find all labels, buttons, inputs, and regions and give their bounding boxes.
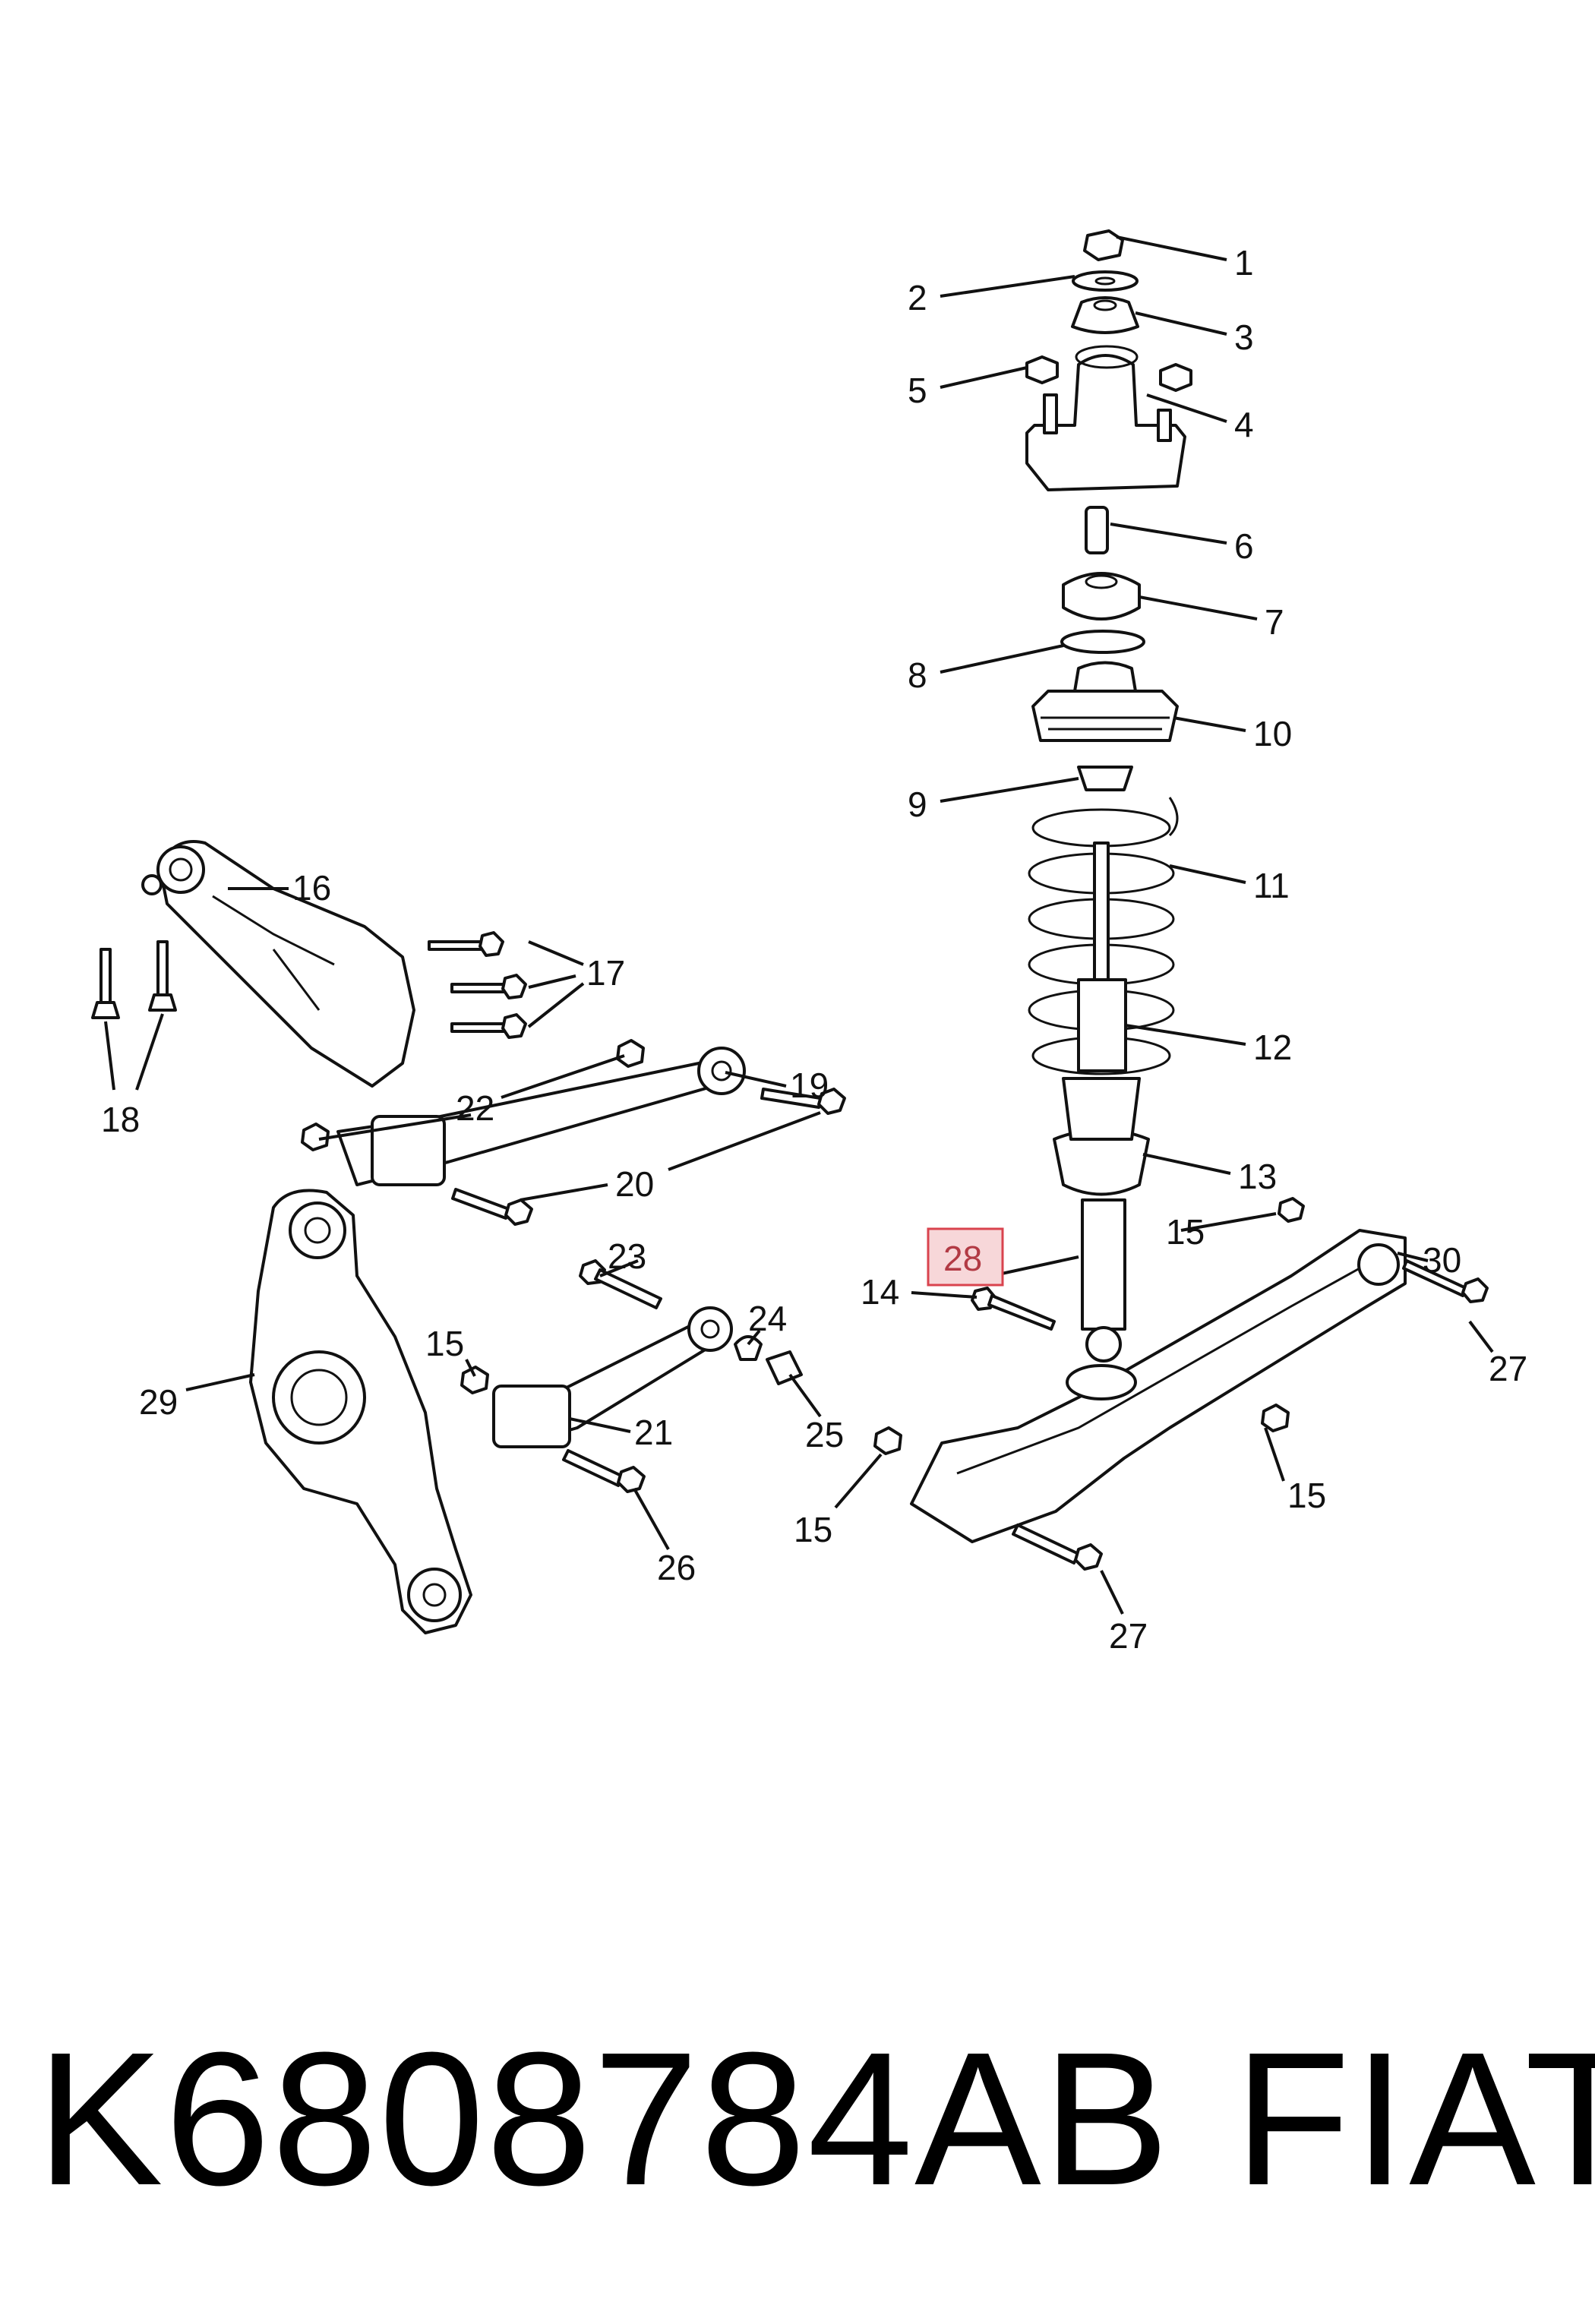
part-29-knuckle [249,1189,472,1634]
part-5-mount-nut-left [1025,355,1059,384]
part-25-bushing [766,1350,803,1385]
callout-3: 3 [1234,317,1254,357]
callout-7: 7 [1265,602,1284,642]
callout-26: 26 [657,1548,696,1587]
part-17-bolts [428,931,527,1039]
part-14-shock-bolt [971,1287,1056,1331]
part-27-bolt-b [1012,1524,1103,1571]
part-7-bumper-mount [1062,572,1141,620]
callout-11: 11 [1253,866,1290,905]
callout-18: 18 [101,1100,140,1139]
callout-30: 30 [1423,1240,1461,1280]
part-28-shock-absorber [1081,1198,1126,1331]
part-3-upper-bushing [1071,296,1139,334]
part-27-bolt-a [1402,1259,1489,1303]
callout-13: 13 [1238,1157,1277,1196]
callout-12: 12 [1253,1028,1292,1067]
part-6-sleeve [1085,506,1109,554]
part-24-clip [734,1335,763,1361]
part-21-toe-link [492,1306,733,1448]
callout-labels: 1 2 3 4 5 6 7 8 9 10 11 12 13 14 15 15 1… [101,243,1527,1656]
part-number: K6808784AB [36,2013,1171,2225]
callout-5: 5 [908,371,927,410]
highlight-box [927,1227,1004,1287]
part-18-bolts [91,940,177,1019]
part-19-20-22-lateral-link [301,1039,846,1226]
callout-6: 6 [1234,526,1254,566]
part-15-nut-b [873,1426,902,1455]
callout-28-highlight[interactable]: 28 [927,1227,1004,1287]
part-8-plate-washer [1060,630,1145,654]
part-9-bump-stop [1077,766,1133,791]
part-23-bolt [579,1259,662,1309]
part-15-nut-c [1261,1404,1290,1432]
callout-1: 1 [1234,243,1254,283]
brand-name: FIAT [1234,2013,1595,2225]
callout-8: 8 [908,655,927,695]
part-15-nut-d [460,1366,489,1394]
callout-20: 20 [615,1164,654,1204]
callout-15-d: 15 [425,1324,464,1363]
part-2-washer [1072,270,1139,292]
callout-28: 28 [943,1239,982,1278]
callout-21: 21 [634,1413,673,1452]
callout-9: 9 [908,785,927,824]
callout-23: 23 [608,1236,646,1276]
callout-10: 10 [1253,714,1292,753]
part-5-mount-nut-right [1159,363,1192,392]
callout-2: 2 [908,278,927,317]
callout-14: 14 [861,1272,899,1312]
strut-assembly [1025,229,1192,1363]
leader-lines [104,235,1494,1615]
part-10-upper-spring-seat [1031,690,1179,742]
part-16-upper-control-arm [141,840,415,1088]
callout-16: 16 [292,868,331,908]
callout-27-a: 27 [1489,1349,1527,1388]
callout-17: 17 [586,953,625,993]
suspension-exploded-diagram: 1 2 3 4 5 6 7 8 9 10 11 12 13 14 15 15 1… [91,229,1527,1656]
part-26-bolt [562,1449,646,1493]
part-12-dust-boot [1077,978,1127,1072]
callout-19: 19 [790,1066,829,1105]
callout-22: 22 [456,1088,494,1128]
callout-25: 25 [805,1415,844,1454]
callout-15-c: 15 [794,1510,832,1549]
callout-29: 29 [139,1382,178,1422]
callout-27-b: 27 [1109,1616,1148,1656]
callout-24: 24 [748,1299,787,1338]
callout-15-a: 15 [1166,1212,1205,1252]
part-1-top-nut [1083,229,1124,261]
part-4-upper-mount [1025,354,1186,491]
callout-15-b: 15 [1287,1476,1326,1515]
callout-4: 4 [1234,405,1254,444]
part-15-nut-a [1278,1197,1305,1223]
lower-control-arm [910,1229,1407,1543]
